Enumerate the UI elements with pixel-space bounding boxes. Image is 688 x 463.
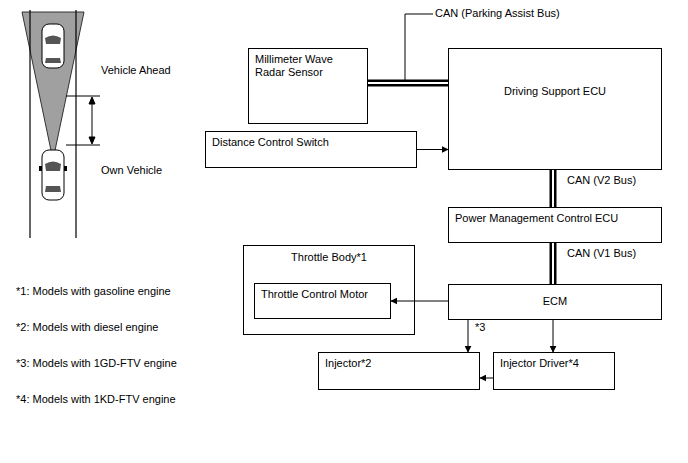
connector-group [391,301,448,302]
distance-dimension [66,96,100,145]
connector-group [368,83,448,84]
can-bus [550,170,557,207]
lane-line [75,10,76,238]
signal-arrow [480,378,493,379]
bus-label: CAN (V1 Bus) [566,247,637,260]
connector-group [468,320,469,352]
figure-label: Vehicle Ahead [100,64,172,77]
vehicle-ahead [42,24,64,68]
leader-line [405,14,433,80]
signal-arrow [417,149,448,150]
injector-box: Injector*2 [318,352,480,390]
connector-group [553,320,554,352]
node-label: Distance Control Switch [212,136,329,149]
lane-line [29,10,30,238]
signal-arrow [468,320,469,352]
node-label: Throttle Body*1 [291,251,367,264]
connector-group [417,149,448,150]
can-bus [550,243,557,284]
node-label: ECM [543,295,567,308]
node-label: Injector Driver*4 [500,357,579,370]
node-label: Millimeter Wave Radar Sensor [255,53,361,79]
node-label: Injector*2 [325,357,371,370]
node-label: Driving Support ECU [504,85,606,98]
footnote: *4: Models with 1KD-FTV engine [15,393,177,406]
can-bus-gap [368,82,448,84]
driver-box: Injector Driver*4 [493,352,615,390]
sensor-box: Millimeter Wave Radar Sensor [248,48,368,124]
switch-box: Distance Control Switch [205,131,417,168]
ecu-box: Driving Support ECU [448,48,662,170]
connector-group [553,170,554,207]
bus-label: CAN (V2 Bus) [566,174,637,187]
node-label: Throttle Control Motor [261,288,368,301]
throttle-body-box: Throttle Body*1Throttle Control Motor [243,245,415,335]
connector-group [553,243,554,284]
radar-cone [22,12,84,160]
own-vehicle [39,150,67,200]
figure-label: Own Vehicle [100,164,163,177]
connector-group [480,378,493,379]
ecm-box: ECM [448,284,662,320]
can-bus-gap [552,243,554,284]
can-bus-gap [552,170,554,207]
bus-label: *3 [474,321,486,334]
footnote: *3: Models with 1GD-FTV engine [15,357,178,370]
signal-arrow [553,320,554,352]
motor-box: Throttle Control Motor [254,283,391,319]
signal-arrow [391,301,448,302]
footnote: *2: Models with diesel engine [15,321,159,334]
footnote: *1: Models with gasoline engine [15,285,172,298]
ecu-box: Power Management Control ECU [448,207,662,243]
can-bus [368,80,448,87]
node-label: Power Management Control ECU [455,212,618,225]
bus-label: CAN (Parking Assist Bus) [434,7,561,20]
